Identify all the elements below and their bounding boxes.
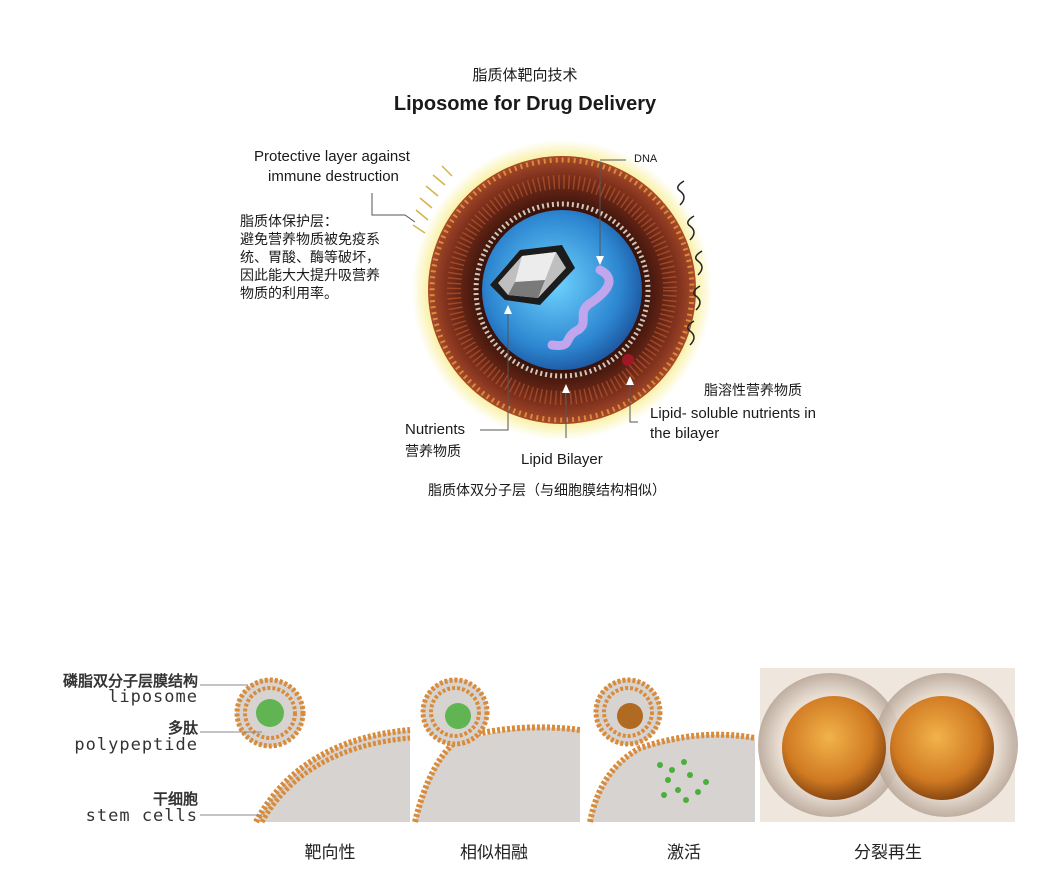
bilayer-caption-cn: 脂质体双分子层（与细胞膜结构相似） (428, 483, 666, 499)
title-english: Liposome for Drug Delivery (393, 93, 657, 115)
stage-label-activation: 激活 (667, 843, 701, 863)
crystal-icon (490, 245, 575, 305)
dna-label: DNA (634, 153, 658, 165)
nutrients-label-cn: 营养物质 (405, 444, 461, 460)
membrane-label-en: liposome (108, 687, 198, 707)
protective-label-cn-4: 因此能大大提升吸营养 (240, 268, 380, 284)
left-leader-lines (200, 684, 262, 816)
protective-label-en-1: Protective layer against (254, 148, 410, 165)
stage-label-division: 分裂再生 (854, 843, 922, 863)
lipid-soluble-label-en-1: Lipid- soluble nutrients in (650, 405, 816, 422)
lipid-bilayer-label-en: Lipid Bilayer (521, 451, 603, 468)
peptide-label-cn: 多肽 (167, 719, 198, 737)
protective-label-en-2: immune destruction (268, 168, 399, 185)
membrane-label-cn: 磷脂双分子层膜结构 (62, 672, 198, 690)
arrowheads (504, 256, 634, 393)
stage-3-activation-graphic (587, 677, 756, 823)
nutrients-label-en: Nutrients (405, 421, 466, 438)
lipid-tails (447, 175, 677, 405)
lipid-soluble-droplet (622, 354, 634, 366)
stage-label-targeting: 靶向性 (304, 843, 356, 863)
stage-label-fusion: 相似相融 (460, 843, 528, 863)
protective-label-cn-1: 脂质体保护层： (240, 214, 338, 230)
inner-head-groups (473, 201, 651, 379)
stage-1-targeting-graphic (234, 677, 411, 824)
cell-division-icon (758, 668, 1018, 822)
process-strip (200, 668, 1018, 824)
protective-label-cn-3: 统、胃酸、酶等破坏， (240, 250, 380, 266)
stem-label-en: stem cells (85, 806, 198, 826)
lipid-soluble-label-en-2: the bilayer (650, 425, 720, 442)
peptide-label-en: polypeptide (74, 735, 198, 755)
dna-strand-icon (547, 265, 614, 351)
protective-filaments-right (677, 180, 703, 346)
fat-soluble-label-cn: 脂溶性营养物质 (704, 383, 802, 399)
protective-filaments-left (412, 165, 453, 234)
title-chinese: 脂质体靶向技术 (472, 66, 578, 84)
protective-label-cn-2: 避免营养物质被免疫系 (240, 232, 380, 248)
protective-label-cn-5: 物质的利用率。 (240, 286, 338, 302)
leader-lines (371, 159, 638, 438)
stem-label-cn: 干细胞 (152, 790, 198, 808)
outer-head-groups (429, 157, 695, 423)
stage-2-fusion-graphic (412, 677, 581, 823)
